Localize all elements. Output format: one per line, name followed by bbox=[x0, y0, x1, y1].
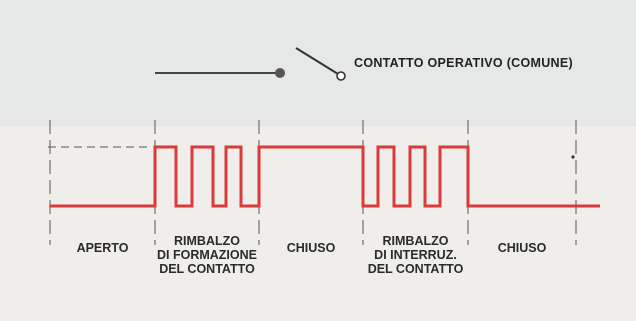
segment-label-chiuso-1: CHIUSO bbox=[259, 241, 363, 255]
segment-label-line: CHIUSO bbox=[286, 241, 336, 255]
segment-label-line: DI FORMAZIONE bbox=[157, 248, 257, 262]
segment-label-line: RIMBALZO bbox=[174, 234, 240, 248]
segment-label-chiuso-2: CHIUSO bbox=[468, 241, 576, 255]
moving-contact-arm bbox=[295, 47, 339, 75]
background-bottom-band bbox=[0, 126, 636, 321]
segment-label-line: RIMBALZO bbox=[382, 234, 449, 248]
segment-label-line: DEL CONTATTO bbox=[159, 262, 255, 276]
signal-waveform bbox=[50, 145, 600, 208]
pivot-terminal bbox=[336, 71, 346, 81]
background-top-band bbox=[0, 0, 636, 126]
switch-symbol bbox=[155, 47, 346, 81]
segment-dividers bbox=[49, 120, 577, 245]
print-speck bbox=[571, 155, 575, 159]
segment-label-line: DEL CONTATTO bbox=[367, 262, 464, 276]
segment-label-aperto: APERTO bbox=[50, 241, 155, 255]
segment-label-rimbalzo-formazione: RIMBALZO DI FORMAZIONE DEL CONTATTO bbox=[155, 234, 259, 276]
segment-label-rimbalzo-interruzione: RIMBALZO DI INTERRUZ. DEL CONTATTO bbox=[363, 234, 468, 276]
segment-label-line: DI INTERRUZ. bbox=[374, 248, 457, 262]
switch-caption: CONTATTO OPERATIVO (COMUNE) bbox=[354, 56, 573, 70]
fixed-contact-dot bbox=[275, 68, 285, 78]
segment-label-line: CHIUSO bbox=[497, 241, 547, 255]
segment-label-line: APERTO bbox=[76, 241, 129, 255]
